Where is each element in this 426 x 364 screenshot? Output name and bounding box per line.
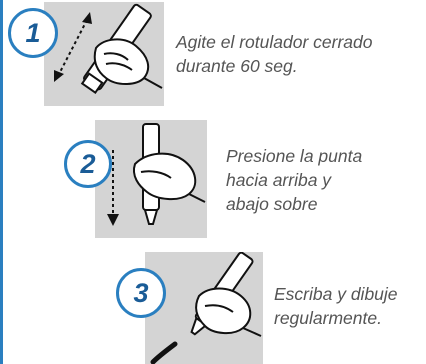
step-3-number: 3: [133, 277, 149, 308]
hand-writing-with-marker-icon: [150, 252, 262, 364]
step-2-text-line-1: Presione la punta: [226, 146, 363, 166]
step-2-text-line-2: hacia arriba y: [226, 170, 332, 190]
step-1-text-line-2: durante 60 seg.: [176, 56, 298, 76]
left-accent-bar: [0, 0, 3, 364]
step-3-illustration-panel: [145, 252, 263, 364]
step-3: 3 Escriba y dibuje regularmente.: [0, 252, 426, 364]
step-1-text: Agite el rotulador cerrado durante 60 se…: [176, 30, 373, 78]
step-2-text: Presione la punta hacia arriba y abajo s…: [226, 144, 362, 216]
step-2-number-badge: 2: [64, 140, 112, 188]
step-1-number-badge: 1: [8, 8, 58, 58]
step-3-text-line-1: Escriba y dibuje: [274, 284, 398, 304]
hand-shaking-marker-icon: [54, 3, 163, 95]
step-1: 1 Agite el rotulador cerrado durante 60 …: [0, 0, 426, 110]
step-3-text: Escriba y dibuje regularmente.: [274, 282, 398, 330]
step-3-text-line-2: regularmente.: [274, 308, 382, 328]
step-1-number: 1: [25, 17, 41, 48]
step-2-text-line-3: abajo sobre: [226, 194, 318, 214]
step-2: 2 Presione la punta hacia arriba y abajo…: [0, 120, 426, 240]
step-1-illustration-panel: [44, 2, 164, 106]
hand-pressing-marker-tip-icon: [107, 123, 206, 226]
step-2-illustration-panel: [95, 120, 207, 238]
step-1-text-line-1: Agite el rotulador cerrado: [176, 32, 373, 52]
step-2-number: 2: [80, 148, 96, 179]
step-3-number-badge: 3: [116, 268, 166, 318]
